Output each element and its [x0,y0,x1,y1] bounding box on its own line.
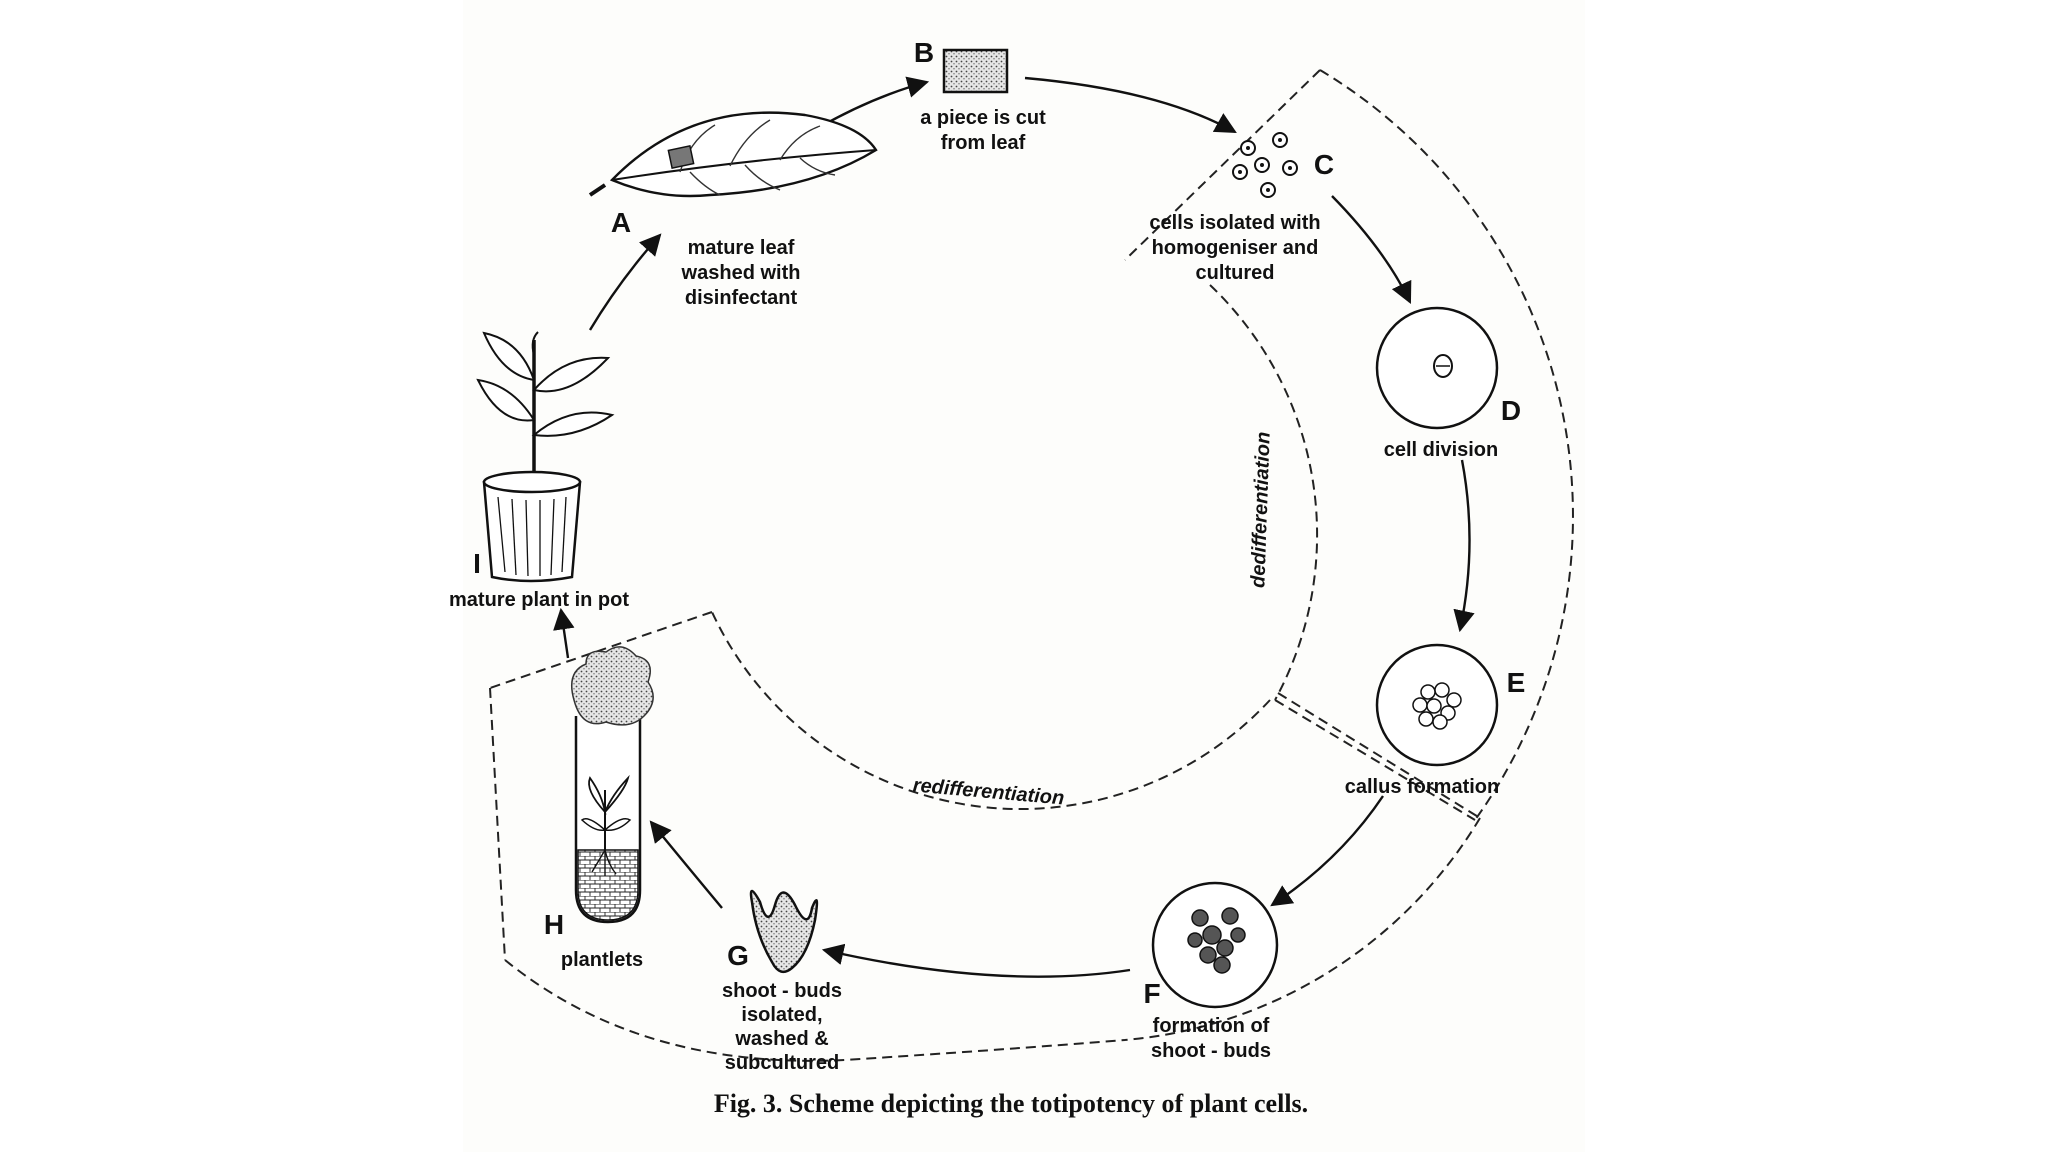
stage-letter-h: H [544,909,564,940]
stage-letter-d: D [1501,395,1521,426]
dedifferentiation-label: dedifferentiation [1247,431,1274,588]
stage-a-description-line: washed with [681,262,801,284]
figure-caption: Fig. 3. Scheme depicting the totipotency… [714,1089,1308,1118]
stage-letter-i: I [473,548,481,579]
shoot-bud-formation-illustration [1151,881,1279,1009]
stage-g-description-line: isolated, [741,1004,822,1026]
isolated-cells-illustration [1232,132,1298,198]
stage-g-description-line: shoot - buds [722,980,842,1002]
test-tube-plantlet-illustration [571,646,654,924]
stage-c-description-line: cells isolated with [1149,212,1320,234]
stage-c-description-line: homogeniser and [1152,237,1319,259]
stage-letter-a: A [611,207,631,238]
stage-letter-f: F [1143,978,1160,1009]
stage-letter-e: E [1507,667,1526,698]
leaf-illustration [588,111,878,198]
redifferentiation-boundary [489,611,1481,1062]
stage-d-description-line: cell division [1384,439,1498,461]
dedifferentiation-boundary [1124,69,1574,821]
cycle-arrows [553,76,1475,978]
stage-b-description-line: from leaf [941,132,1026,154]
stage-letter-g: G [727,940,749,971]
isolated-shoot-bud-illustration [749,889,819,974]
redifferentiation-label: redifferentiation [912,774,1065,809]
stage-g-description-line: subcultured [725,1052,839,1074]
stage-letter-b: B [914,37,934,68]
stage-e-description-line: callus formation [1345,776,1499,798]
stage-i-description-line: mature plant in pot [449,589,629,611]
stage-a-description-line: mature leaf [688,237,795,259]
stage-c-description-line: cultured [1196,262,1275,284]
stage-letter-c: C [1314,149,1334,180]
stage-a-description-line: disinfectant [685,287,798,309]
potted-plant-illustration [476,331,615,583]
stage-f-description-line: shoot - buds [1151,1040,1271,1062]
stage-b-description-line: a piece is cut [920,107,1046,129]
cell-division-illustration [1375,306,1499,430]
leaf-piece-illustration [942,48,1009,94]
callus-illustration [1375,643,1499,767]
stage-g-description-line: washed & [734,1028,828,1050]
stage-f-description-line: formation of [1153,1015,1270,1037]
stage-h-description-line: plantlets [561,949,643,971]
